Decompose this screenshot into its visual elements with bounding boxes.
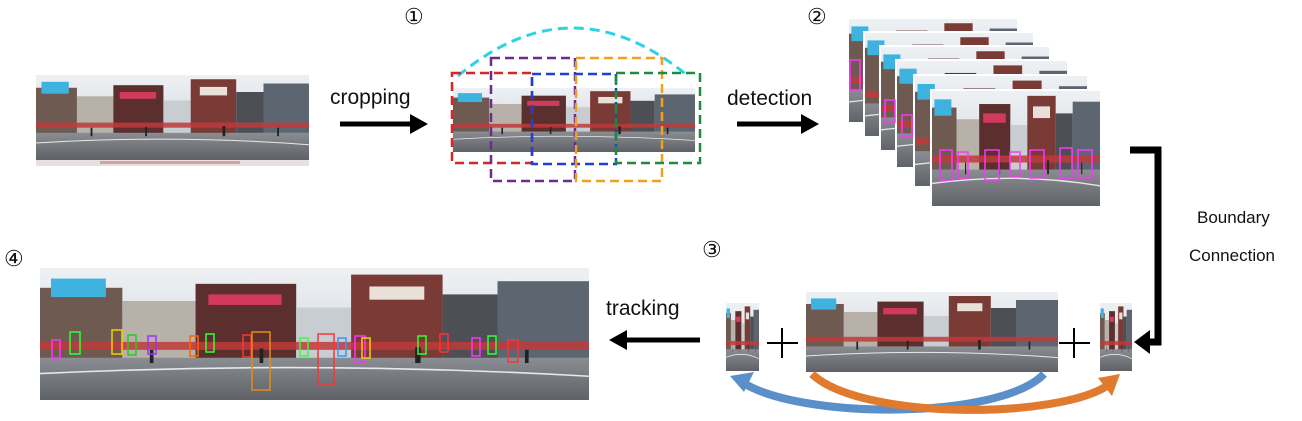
detection-label: detection xyxy=(727,87,813,110)
blue-connection-curve xyxy=(739,371,1047,414)
step-number-1: ① xyxy=(404,5,424,30)
boundary-connection-arrow xyxy=(1130,146,1162,354)
connection-label: Connection xyxy=(1189,246,1276,265)
cyan-arc xyxy=(457,26,689,78)
cropping-label: cropping xyxy=(330,86,411,109)
crop-box-orange xyxy=(574,56,664,183)
orange-connection-curve xyxy=(809,370,1113,414)
input-panorama xyxy=(36,75,309,166)
step-number-2: ② xyxy=(807,5,827,30)
tracking-arrow xyxy=(609,330,700,350)
plus-icon xyxy=(1059,328,1090,358)
right-boundary-strip xyxy=(1100,303,1132,371)
tracking-label: tracking xyxy=(606,297,680,320)
crop-box-green xyxy=(614,71,702,165)
orange-curve-arrowhead xyxy=(1098,374,1120,396)
left-boundary-strip xyxy=(726,303,759,371)
detection-arrow xyxy=(737,114,819,134)
step-number-3: ③ xyxy=(702,238,722,263)
step-number-4: ④ xyxy=(4,247,24,272)
plus-icon xyxy=(767,328,798,358)
blue-curve-arrowhead xyxy=(730,372,754,392)
tracking-output-panorama xyxy=(40,268,589,400)
boundary-label: Boundary xyxy=(1197,208,1270,227)
detected-crop-stack xyxy=(847,17,1102,208)
middle-panorama xyxy=(806,292,1058,372)
cropping-arrow xyxy=(340,114,428,134)
